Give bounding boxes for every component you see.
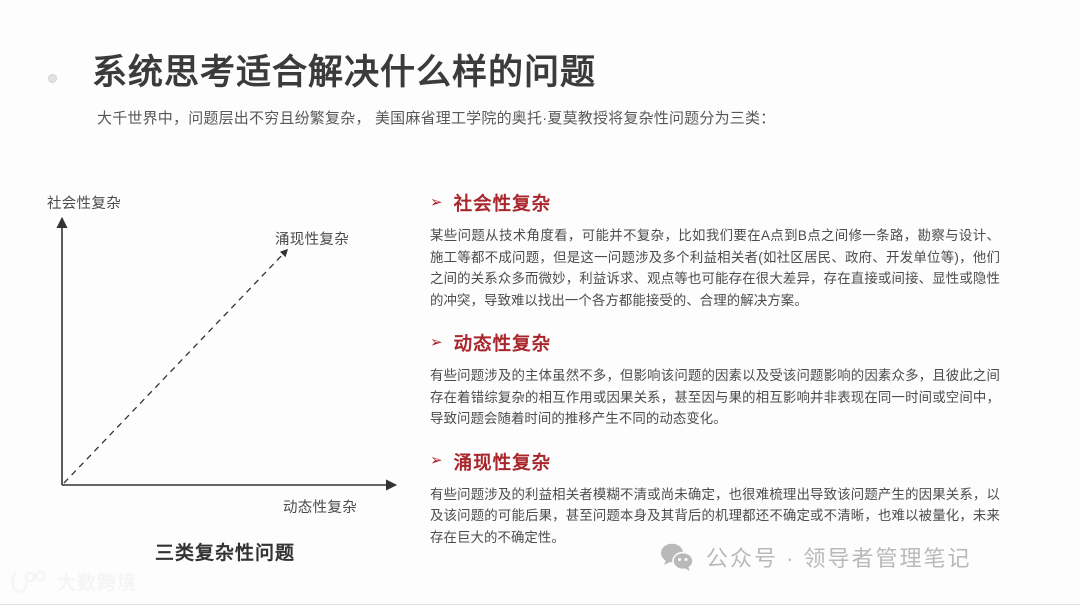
brand-mark-icon: [10, 570, 50, 594]
wechat-footer: 公众号 · 领导者管理笔记: [660, 541, 972, 573]
section-emergent-complexity: ➢ 涌现性复杂 有些问题涉及的利益相关者模糊不清或尚未确定，也很难梳理出导致该问…: [430, 449, 1000, 549]
section-title: 动态性复杂: [453, 333, 552, 354]
section-social-complexity: ➢ 社会性复杂 某些问题从技术角度看，可能并不复杂，比如我们要在A点到B点之间修…: [430, 190, 1000, 311]
section-dynamic-complexity: ➢ 动态性复杂 有些问题涉及的主体虽然不多，但影响该问题的因素以及受该问题影响的…: [430, 330, 1000, 430]
chart-x-axis-label: 动态性复杂: [283, 500, 357, 516]
subtitle-text: 大千世界中，问题层出不穷且纷繁复杂， 美国麻省理工学院的奥托·夏莫教授将复杂性问…: [97, 110, 776, 127]
page-title: 系统思考适合解决什么样的问题: [92, 53, 597, 92]
complexity-chart: 社会性复杂 动态性复杂 涌现性复杂: [30, 178, 430, 533]
chart-caption: 三类复杂性问题: [155, 543, 296, 564]
section-title: 涌现性复杂: [453, 451, 552, 473]
arrow-bullet-icon: ➢: [430, 452, 443, 469]
wechat-account-text: 公众号 · 领导者管理笔记: [706, 546, 972, 571]
chart-y-axis-label: 社会性复杂: [47, 196, 121, 212]
bottom-divider: [0, 604, 1080, 605]
section-title: 社会性复杂: [453, 193, 552, 214]
chart-svg: [56, 216, 398, 491]
title-bullet-icon: [48, 74, 57, 83]
section-body: 有些问题涉及的利益相关者模糊不清或尚未确定，也很难梳理出导致该问题产生的因果关系…: [430, 486, 1000, 545]
sections-container: ➢ 社会性复杂 某些问题从技术角度看，可能并不复杂，比如我们要在A点到B点之间修…: [430, 190, 1000, 548]
arrow-bullet-icon: ➢: [430, 193, 443, 211]
title-row: 系统思考适合解决什么样的问题: [0, 26, 1080, 92]
section-body: 某些问题从技术角度看，可能并不复杂，比如我们要在A点到B点之间修一条路，勘察与设…: [430, 228, 1000, 308]
section-heading: ➢ 涌现性复杂: [430, 449, 1000, 475]
wechat-icon: [660, 542, 694, 572]
chart-emergence-arrow: [63, 248, 289, 484]
section-heading: ➢ 社会性复杂: [430, 190, 1000, 216]
chart-emergence-label: 涌现性复杂: [275, 232, 349, 248]
section-body: 有些问题涉及的主体虽然不多，但影响该问题的因素以及受该问题影响的因素众多，且彼此…: [430, 368, 1000, 426]
watermark-text: 大数跨境: [57, 573, 138, 594]
watermark-logo: 大数跨境: [10, 568, 137, 595]
section-heading: ➢ 动态性复杂: [430, 330, 1000, 356]
arrow-bullet-icon: ➢: [430, 333, 443, 351]
